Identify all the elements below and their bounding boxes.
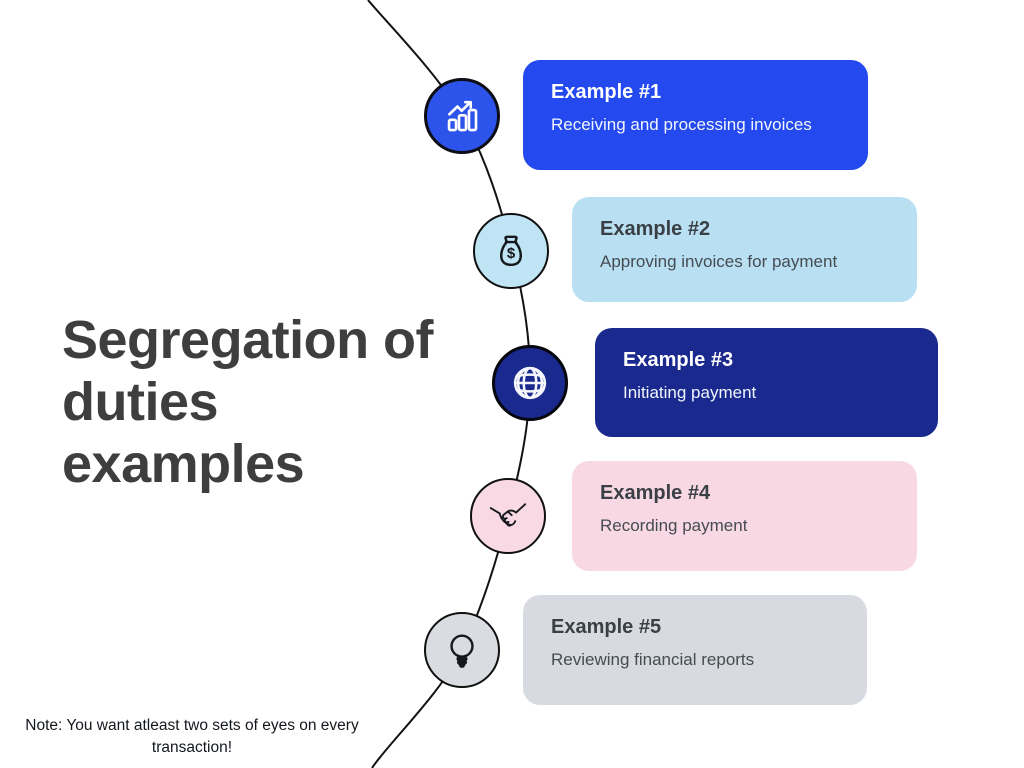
example-card-description: Receiving and processing invoices	[551, 115, 812, 134]
example-card-label: Example #2	[600, 218, 711, 240]
example-card-description: Approving invoices for payment	[600, 252, 838, 271]
lightbulb-icon	[440, 628, 484, 672]
page-title: Segregation of duties examples	[62, 310, 434, 494]
example-card-5: Example #5 Reviewing financial reports	[523, 595, 867, 705]
bar-chart-growth-icon	[441, 95, 483, 137]
example-card-2: Example #2 Approving invoices for paymen…	[572, 197, 917, 302]
example-card-1: Example #1 Receiving and processing invo…	[523, 60, 868, 170]
globe-icon	[508, 361, 552, 405]
footer-note: Note: You want atleast two sets of eyes …	[25, 717, 359, 756]
step-circle-4	[470, 478, 546, 554]
example-card-label: Example #4	[600, 482, 711, 504]
example-card-description: Reviewing financial reports	[551, 650, 755, 669]
handshake-icon	[485, 493, 531, 539]
example-card-label: Example #1	[551, 81, 662, 103]
svg-text:$: $	[507, 245, 516, 262]
example-card-4: Example #4 Recording payment	[572, 461, 917, 571]
example-card-description: Initiating payment	[623, 383, 757, 402]
money-bag-icon: $	[490, 230, 532, 272]
example-card-3: Example #3 Initiating payment	[595, 328, 938, 437]
step-circle-5	[424, 612, 500, 688]
step-circle-1	[424, 78, 500, 154]
example-card-label: Example #3	[623, 349, 734, 371]
example-card-description: Recording payment	[600, 516, 748, 535]
example-card-label: Example #5	[551, 616, 662, 638]
step-circle-3	[492, 345, 568, 421]
step-circle-2: $	[473, 213, 549, 289]
